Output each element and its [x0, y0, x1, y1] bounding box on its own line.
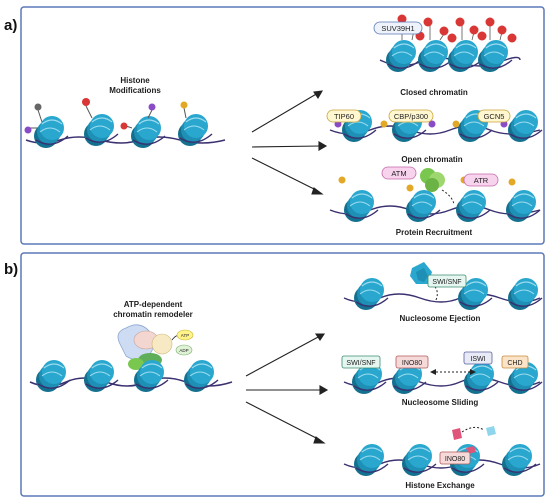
- remodeler-title-line1: ATP-dependent: [124, 300, 183, 309]
- sliding-arrowhead-left: [430, 369, 436, 375]
- swisnf-label-mid: SWI/SNF: [346, 360, 375, 367]
- protein-recruitment-label: Protein Recruitment: [396, 228, 473, 237]
- adp-label: ADP: [179, 348, 188, 353]
- iswi-badge: [463, 351, 493, 365]
- panel-b-border: [20, 252, 545, 497]
- atp-badge: [176, 329, 194, 341]
- panel-b-nucleosomes-left: [35, 359, 219, 393]
- atp-label: ATP: [181, 333, 189, 338]
- recruited-protein-blob: [420, 168, 445, 192]
- chd-label: CHD: [507, 360, 522, 367]
- swisnf-badge-top: [427, 274, 467, 288]
- ino80-badge-bottom: [439, 451, 471, 465]
- histone-variant-pieces: [452, 426, 496, 454]
- gcn5-label: GCN5: [484, 112, 505, 121]
- swisnf-badge-mid: [341, 355, 381, 369]
- remodeler-title-line2: chromatin remodeler: [113, 310, 193, 319]
- exchange-dashed-arrow: [461, 426, 485, 433]
- ino80-badge-mid: [395, 355, 429, 369]
- gcn5-badge: [477, 109, 511, 123]
- atr-badge: [463, 173, 499, 187]
- panel-a-letter: a): [4, 17, 17, 34]
- chd-badge: [501, 355, 529, 369]
- swisnf-label-top: SWI/SNF: [432, 279, 461, 286]
- methyl-mark: [120, 122, 128, 130]
- remodeler-complex: [117, 324, 173, 370]
- histone-mod-title-line1: Histone: [120, 76, 150, 85]
- histone-exchange-label: Histone Exchange: [405, 481, 475, 490]
- nucleosome-ejection-label: Nucleosome Ejection: [400, 314, 481, 323]
- ino80-label-bottom: INO80: [445, 456, 465, 463]
- atm-label: ATM: [391, 169, 406, 178]
- phospho-mark: [148, 103, 156, 111]
- panel-a-histone-tails-left: [24, 98, 188, 134]
- open-chromatin-label: Open chromatin: [401, 155, 462, 164]
- open-chromatin-nucleosomes: [341, 109, 543, 143]
- phospho-mark: [24, 126, 32, 134]
- iswi-label: ISWI: [470, 356, 485, 363]
- panel-b-letter: b): [4, 261, 18, 278]
- ejected-nucleosome: [410, 262, 432, 284]
- methyl-mark: [82, 98, 90, 106]
- atm-badge: [381, 166, 417, 180]
- nucleosome-sliding-label: Nucleosome Sliding: [402, 398, 479, 407]
- suv39h1-label: SUV39H1: [381, 24, 414, 33]
- recruitment-nucleosomes: [343, 189, 541, 223]
- atr-label: ATR: [474, 176, 489, 185]
- closed-chromatin-nucleosomes: [385, 39, 513, 73]
- acetyl-mark: [180, 101, 188, 109]
- adp-badge: [175, 344, 193, 356]
- sliding-arrowhead-right: [470, 369, 476, 375]
- panel-b-arrows: [245, 333, 329, 444]
- modification-mark-grey: [34, 103, 42, 111]
- panel-a-arrows: [251, 90, 328, 195]
- cbp-p300-badge: [388, 109, 434, 123]
- panel-a-border: [20, 6, 545, 245]
- histone-mod-title-line2: Modifications: [109, 86, 161, 95]
- cbp-p300-label: CBP/p300: [394, 112, 428, 121]
- tip60-label: TIP60: [334, 112, 354, 121]
- recruitment-dashed-arrow: [441, 189, 455, 205]
- suv39h1-badge: [373, 21, 423, 35]
- tip60-badge: [326, 109, 362, 123]
- closed-chromatin-label: Closed chromatin: [400, 88, 468, 97]
- ino80-label-mid: INO80: [402, 360, 422, 367]
